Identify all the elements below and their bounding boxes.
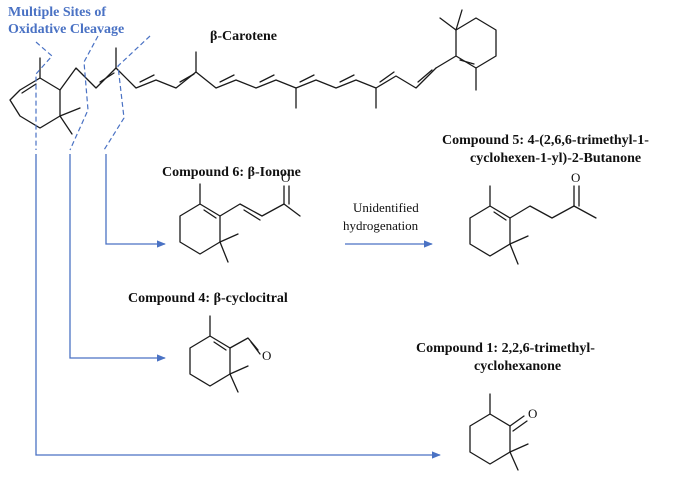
chain-double-7	[339, 74, 355, 83]
compound-5-gem-methyl-2	[509, 243, 519, 265]
compound-1-oxygen: O	[528, 406, 537, 421]
compound-1-label-line2: cyclohexanone	[474, 359, 561, 374]
compound-6-ring-double	[203, 209, 217, 219]
compound-1-gem-methyl-1	[509, 443, 529, 453]
polyene-chain	[59, 67, 437, 91]
compound-4-aldehyde	[229, 337, 259, 351]
chain-double-2	[139, 74, 155, 83]
compound-6-ring	[179, 203, 221, 255]
arrow-to-compound-1	[35, 154, 441, 459]
compound-1-carbonyl	[509, 415, 525, 427]
compound-1-carbonyl-double	[512, 420, 528, 432]
chain-double-6	[299, 74, 315, 83]
arrow-to-compound-4	[69, 154, 166, 362]
compound-4-gem-methyl-1	[229, 365, 249, 375]
chain-double-5	[259, 74, 275, 83]
compound-5-ring	[469, 205, 511, 257]
compound-4-aldehyde-double	[250, 341, 261, 355]
beta-carotene-structure	[9, 9, 497, 135]
compound-4-label: Compound 4: β-cyclocitral	[128, 291, 288, 306]
compound-5-ring-double	[493, 211, 507, 221]
left-ring-gem-methyl-1	[59, 107, 81, 117]
compound-6-gem-methyl-1	[219, 233, 239, 243]
cleavage-line-1	[35, 41, 53, 150]
compound-4-oxygen: O	[262, 348, 271, 363]
compound-5-label-line2: cyclohexen-1-yl)-2-Butanone	[470, 151, 641, 166]
right-ring	[435, 17, 497, 69]
compound-5-structure	[469, 185, 597, 265]
cleavage-line-3	[103, 35, 151, 151]
compound-4-ring	[189, 335, 231, 387]
compound-6-label: Compound 6: β-Ionone	[162, 165, 301, 180]
cleavage-line-2	[69, 35, 99, 151]
compound-4-structure	[189, 315, 261, 393]
compound-6-gem-methyl-2	[219, 241, 229, 263]
left-ring	[9, 77, 61, 129]
cleavage-markers	[35, 35, 151, 151]
right-ring-double-bond	[459, 59, 475, 65]
cleavage-arrows	[35, 154, 441, 459]
reaction-label-line2: hydrogenation	[343, 218, 419, 233]
compound-4-gem-methyl-2	[229, 373, 239, 393]
right-ring-gem-methyl-2	[455, 9, 463, 31]
right-ring-gem-methyl-1	[439, 17, 457, 31]
compound-6-structure	[179, 183, 301, 263]
compound-5-label-line1: Compound 5: 4-(2,6,6-trimethyl-1-	[442, 133, 649, 148]
compound-1-structure	[469, 393, 529, 471]
compound-1-ring	[469, 413, 511, 465]
compound-1-gem-methyl-2	[509, 451, 519, 471]
compound-5-oxygen: O	[571, 170, 580, 185]
compound-5-gem-methyl-1	[509, 235, 529, 245]
compound-6-oxygen: O	[281, 170, 290, 185]
left-ring-gem-methyl-2	[59, 115, 73, 135]
cleavage-label-line2: Oxidative Cleavage	[8, 22, 124, 37]
compound-6-chain-double	[243, 209, 261, 221]
arrow-to-compound-6	[105, 154, 166, 248]
chain-double-1	[99, 72, 115, 83]
compound-5-side-chain	[509, 205, 597, 219]
chain-double-4	[219, 74, 235, 83]
reaction-label-line1: Unidentified	[353, 200, 419, 215]
chain-double-3	[179, 73, 195, 83]
chain-double-8	[379, 71, 395, 83]
chain-double-9	[417, 69, 433, 83]
cleavage-label-line1: Multiple Sites of	[8, 5, 106, 20]
compound-6-side-chain	[219, 203, 301, 217]
left-ring-double-bond	[21, 83, 37, 94]
compound-4-ring-double	[213, 341, 227, 351]
title-beta-carotene: β-Carotene	[210, 29, 277, 44]
compound-1-label-line1: Compound 1: 2,2,6-trimethyl-	[416, 341, 595, 356]
